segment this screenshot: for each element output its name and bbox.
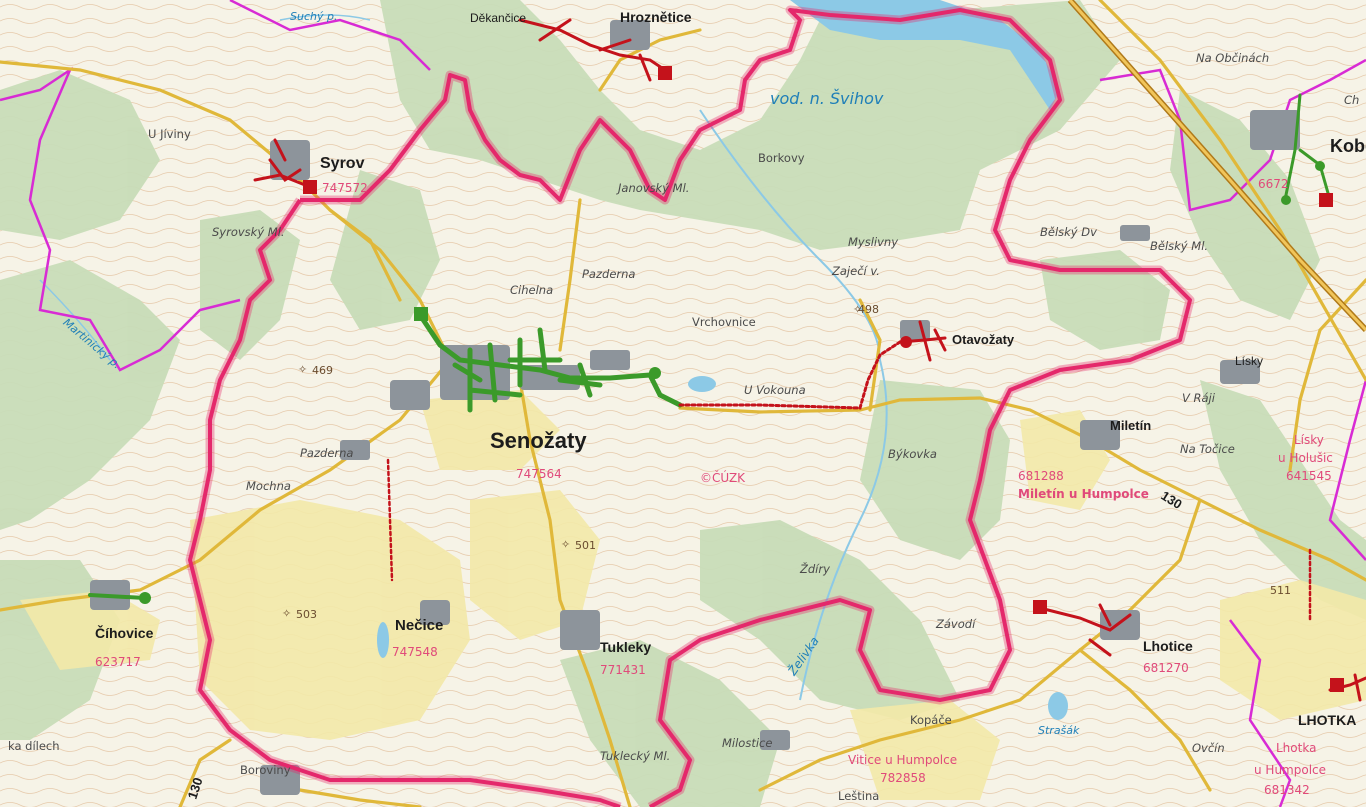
place-na-obcinach: Na Občinách	[1196, 51, 1269, 65]
cadastre-code-vitice: 782858	[880, 771, 926, 785]
place-zdiry: Ždíry	[799, 561, 830, 576]
place-otavozaty: Otavožaty	[952, 332, 1015, 347]
cadastre-name-lisky-2: u Holušic	[1278, 451, 1333, 465]
cross-diamond-icon: ✧	[298, 363, 307, 376]
spot-height-498: 498	[858, 303, 879, 316]
circle-node-icon	[649, 367, 661, 379]
village-labels: Hroznětice Děkančice Syrov Senožaty Otav…	[95, 9, 1366, 728]
spot-height-469: 469	[312, 364, 333, 377]
cadastre-code-tukleky: 771431	[600, 663, 646, 677]
place-kobe: Kobe	[1330, 136, 1366, 156]
place-vrchovnice: Vrchovnice	[692, 315, 756, 329]
place-milostice: Milostice	[722, 736, 772, 750]
square-node-icon	[658, 66, 672, 80]
cadastre-code-senozaty: 747564	[516, 467, 562, 481]
place-hroznetice: Hroznětice	[620, 9, 692, 25]
place-zavodi: Závodí	[935, 617, 977, 631]
network-nodes	[139, 66, 1344, 692]
settlements	[90, 20, 1300, 795]
place-pazderna-n: Pazderna	[582, 267, 635, 281]
place-boroviny: Boroviny	[240, 763, 291, 777]
cadastre-name-miletin: Miletín u Humpolce	[1018, 487, 1149, 501]
place-ujiviny: U Jíviny	[148, 127, 191, 141]
place-senozaty: Senožaty	[490, 428, 587, 453]
place-cihelna: Cihelna	[510, 283, 553, 297]
square-node-icon	[1330, 678, 1344, 692]
utility-network	[88, 18, 1366, 702]
water-strasak-label: Strašák	[1038, 724, 1080, 737]
cadastral-boundary	[185, 5, 1195, 807]
cadastre-code-lhotice: 681270	[1143, 661, 1189, 675]
place-ovcin: Ovčín	[1192, 741, 1225, 755]
cadastre-name-lhotka-2: u Humpolce	[1254, 763, 1326, 777]
place-ka-dilech: ka dílech	[8, 739, 60, 753]
cadastre-name-vitice: Vitice u Humpolce	[848, 753, 957, 767]
spot-heights: ✧ 469 ✧ 498 ✧ 501 ✧ 503 511	[282, 303, 1291, 621]
place-v-raji: V Ráji	[1182, 391, 1216, 405]
cadastre-name-lhotka: Lhotka	[1276, 741, 1316, 755]
place-miletin: Miletín	[1110, 418, 1151, 433]
place-lestina: Leština	[838, 789, 879, 803]
cadastre-code-lisky: 641545	[1286, 469, 1332, 483]
place-tukleky: Tukleky	[600, 639, 651, 655]
square-node-icon	[1033, 600, 1047, 614]
place-lhotice: Lhotice	[1143, 638, 1193, 654]
place-lhotka: LHOTKA	[1298, 712, 1356, 728]
place-bykovka: Býkovka	[888, 447, 937, 461]
place-syrov: Syrov	[320, 155, 365, 172]
circle-node-icon	[1281, 195, 1291, 205]
field-areas	[20, 390, 1366, 800]
cadastre-code-syrov: 747572	[322, 181, 368, 195]
locality-labels: U Jíviny Borkovy Myslivny Cihelna Pazder…	[8, 51, 1359, 803]
cross-diamond-icon: ✧	[853, 303, 862, 316]
place-necice: Nečice	[395, 617, 443, 634]
circle-node-icon	[139, 592, 151, 604]
cadastral-labels: 747572 747564 747548 771431 623717 68128…	[95, 177, 1333, 797]
cadastre-name-lisky: Lísky	[1294, 433, 1324, 447]
water-suchy-label: Suchý p.	[290, 10, 337, 23]
square-node-icon	[303, 180, 317, 194]
road-number-130-south: 130	[185, 776, 206, 801]
place-janovsky-ml: Janovský Ml.	[616, 181, 689, 195]
cadastre-code-miletin: 681288	[1018, 469, 1064, 483]
place-myslivny: Myslivny	[848, 235, 898, 249]
place-dekancice: Děkančice	[470, 11, 526, 25]
place-belsky-ml: Bělský Ml.	[1150, 239, 1208, 253]
cross-diamond-icon: ✧	[282, 607, 291, 620]
cross-diamond-icon: ✧	[561, 538, 570, 551]
square-node-icon	[1319, 193, 1333, 207]
place-na-tocice: Na Točice	[1180, 442, 1235, 456]
map-credit: ©ČÚZK	[700, 470, 746, 485]
highway-d1-inner	[1068, 0, 1366, 332]
place-zajeci: Zaječí v.	[831, 264, 880, 278]
cadastre-code-kobe: 6672	[1258, 177, 1289, 191]
place-borkovy: Borkovy	[758, 151, 805, 165]
place-cihovice: Číhovice	[95, 624, 154, 641]
spot-height-501: 501	[575, 539, 596, 552]
place-tuklecky-ml: Tuklecký Ml.	[600, 749, 670, 763]
place-kopace: Kopáče	[910, 713, 952, 727]
circle-node-icon	[1315, 161, 1325, 171]
place-lisky: Lísky	[1235, 354, 1263, 368]
cadastre-code-lhotka: 681342	[1264, 783, 1310, 797]
cadastre-code-cihovice: 623717	[95, 655, 141, 669]
place-mochna: Mochna	[246, 479, 291, 493]
place-u-vokouna: U Vokouna	[744, 383, 806, 397]
water-reservoir-label: vod. n. Švihov	[770, 89, 884, 108]
square-node-icon	[414, 307, 428, 321]
cadastre-code-necice: 747548	[392, 645, 438, 659]
place-ch: Ch	[1344, 93, 1359, 107]
spot-height-503: 503	[296, 608, 317, 621]
place-pazderna-w: Pazderna	[300, 446, 353, 460]
place-syrovsky-ml: Syrovský Ml.	[212, 225, 285, 239]
place-bilsky-dvur: Bělský Dv	[1040, 225, 1097, 239]
circle-node-icon	[900, 336, 912, 348]
water-bodies	[39, 0, 1068, 720]
spot-height-511: 511	[1270, 584, 1291, 597]
